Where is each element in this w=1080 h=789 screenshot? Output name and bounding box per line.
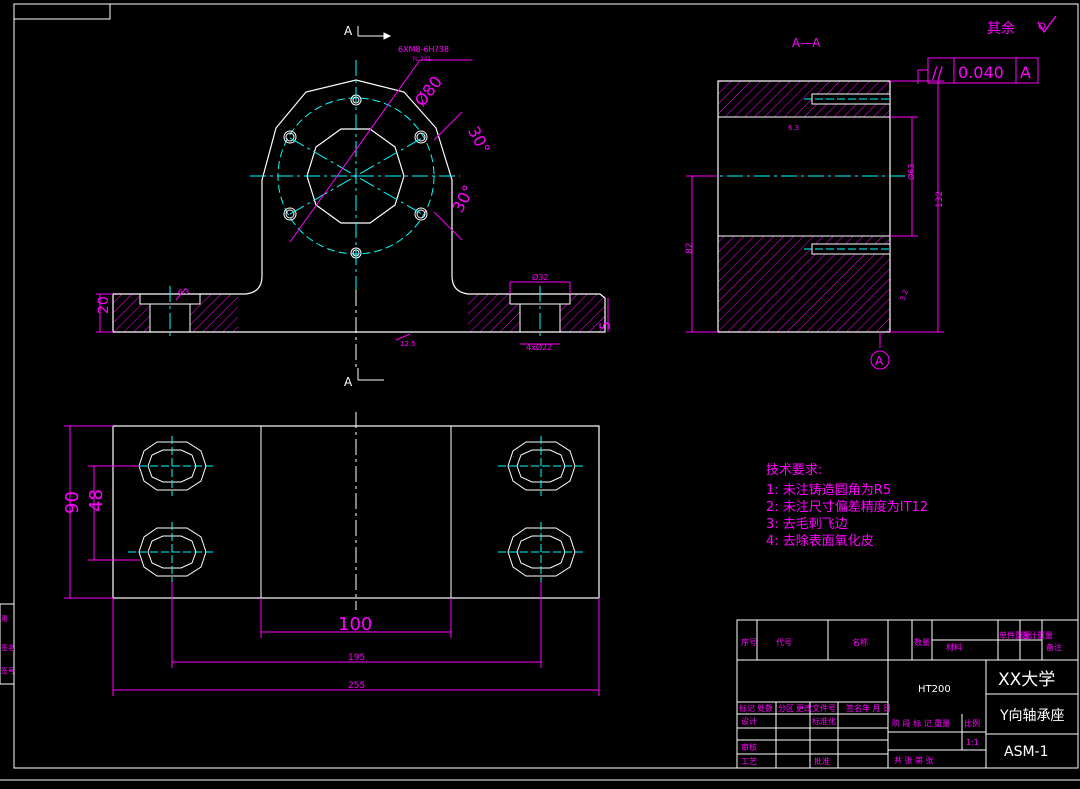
height-holes-label: 48: [86, 489, 107, 512]
stage-labels: 阶 段 标 记 重量: [892, 718, 950, 728]
tolerance-symbol: //: [932, 63, 943, 82]
section-mark-top: [357, 26, 392, 40]
counterbore-depth-label: 4xØ22: [526, 342, 552, 352]
height-center-label: 82: [685, 243, 695, 254]
role-process: 工艺: [741, 757, 757, 766]
right-height-label: 5: [598, 321, 614, 330]
section-mark-bottom: [357, 368, 384, 381]
university-name: XX大学: [998, 670, 1055, 690]
tech-note-4: 4: 去除表面氧化皮: [766, 534, 874, 549]
front-centerlines: [169, 60, 541, 340]
margin-label-3: 签号: [1, 666, 15, 675]
top-view-dimensions: [64, 425, 600, 696]
roughness-check-icon: [1037, 15, 1057, 34]
header-seq: 序号: [741, 637, 757, 647]
height-total-label: 132: [935, 191, 945, 208]
roughness-right-label: 3.2: [899, 289, 910, 302]
datum-circle-label: A: [875, 354, 884, 368]
drawing-frame: [0, 3, 1080, 781]
roughness-left-label: 6.3: [178, 288, 189, 296]
tech-notes-title: 技术要求:: [766, 463, 822, 478]
roughness-base-label: 12.5: [400, 340, 416, 348]
datum-circle: [870, 350, 890, 370]
title-block: 序号 代号 名称 数量 材料 单件重量 总计重量 备注 标记 处数 分区 更改文…: [736, 619, 1079, 769]
header-remark: 备注: [1046, 642, 1062, 652]
tech-note-2: 2: 未注尺寸偏差精度为IT12: [766, 499, 928, 515]
top-view-bolt-heads: [138, 441, 576, 577]
revision-mark: 标记: [739, 703, 755, 713]
section-view: A—A A: [685, 36, 1039, 370]
section-view-title: A—A: [792, 36, 821, 50]
base-height-label: 20: [96, 296, 112, 314]
revision-doc: 更改文件号: [796, 703, 836, 713]
header-material: 材料: [946, 642, 962, 652]
section-dimensions: [686, 69, 944, 348]
scale-value: 1:1: [966, 738, 979, 747]
sheet-labels: 共 张 第 张: [894, 755, 934, 765]
angle-lower-label: 30°: [448, 182, 478, 216]
margin-label-2: 签名: [1, 643, 15, 652]
circle-dia-label: Ø80: [411, 72, 446, 110]
role-design: 设计: [741, 716, 757, 726]
width-center-label: 100: [338, 614, 372, 635]
section-outline: [717, 80, 891, 333]
counterbore-dia-label: Ø32: [532, 272, 548, 282]
scale-label: 比例: [964, 718, 980, 728]
role-check: 审核: [741, 742, 757, 752]
top-view: 90 48 100 195 255: [62, 412, 600, 696]
tech-note-3: 3: 去毛刺飞边: [766, 517, 848, 532]
revision-count: 处数: [757, 703, 773, 713]
header-qty: 数量: [914, 637, 930, 647]
margin-label-1: 用: [1, 615, 8, 623]
header-name: 名称: [852, 637, 868, 647]
top-view-centerlines: [128, 436, 586, 582]
tech-note-1: 1: 未注铸造圆角为R5: [766, 482, 891, 498]
bore-dia-label: Ø63: [906, 164, 916, 180]
role-standard: 标准化: [812, 716, 836, 726]
part-name: Y向轴承座: [999, 708, 1065, 724]
bolt-callout-sub: ?L ?41: [412, 56, 431, 63]
role-approve: 批准: [814, 756, 830, 766]
drawing-number: ASM-1: [1004, 744, 1049, 760]
tolerance-value: 0.040: [958, 63, 1004, 82]
left-margin-labels: 用 签名 签号: [1, 615, 15, 675]
header-total-weight: 总计重量: [1021, 630, 1053, 640]
tech-notes: 技术要求: 1: 未注铸造圆角为R5 2: 未注尺寸偏差精度为IT12 3: 去…: [766, 463, 928, 549]
front-dimensions: [96, 59, 609, 345]
revision-zone: 分区: [778, 704, 794, 713]
roughness-top-label: 6.3: [788, 124, 799, 132]
tolerance-frame: [927, 57, 1039, 84]
width-holes-label: 195: [348, 653, 365, 663]
angle-upper-label: 30°: [464, 123, 494, 157]
revision-date: 年 月 日: [862, 703, 891, 713]
header-unit-weight: 单件重量: [999, 630, 1031, 640]
section-label-bottom: A: [344, 375, 353, 389]
material-value: HT200: [918, 684, 951, 695]
tolerance-datum: A: [1020, 63, 1031, 82]
front-view: A A: [96, 24, 614, 389]
height-overall-label: 90: [62, 491, 83, 514]
header-code: 代号: [776, 637, 792, 647]
width-overall-label: 255: [348, 681, 365, 691]
bolt-callout: 6XM8-6H?38: [398, 45, 449, 54]
revision-sign: 签名: [846, 703, 862, 713]
bearing-body-outline: [112, 79, 606, 333]
surface-mark-label: 其余: [987, 20, 1015, 37]
section-label-top: A: [344, 24, 353, 38]
